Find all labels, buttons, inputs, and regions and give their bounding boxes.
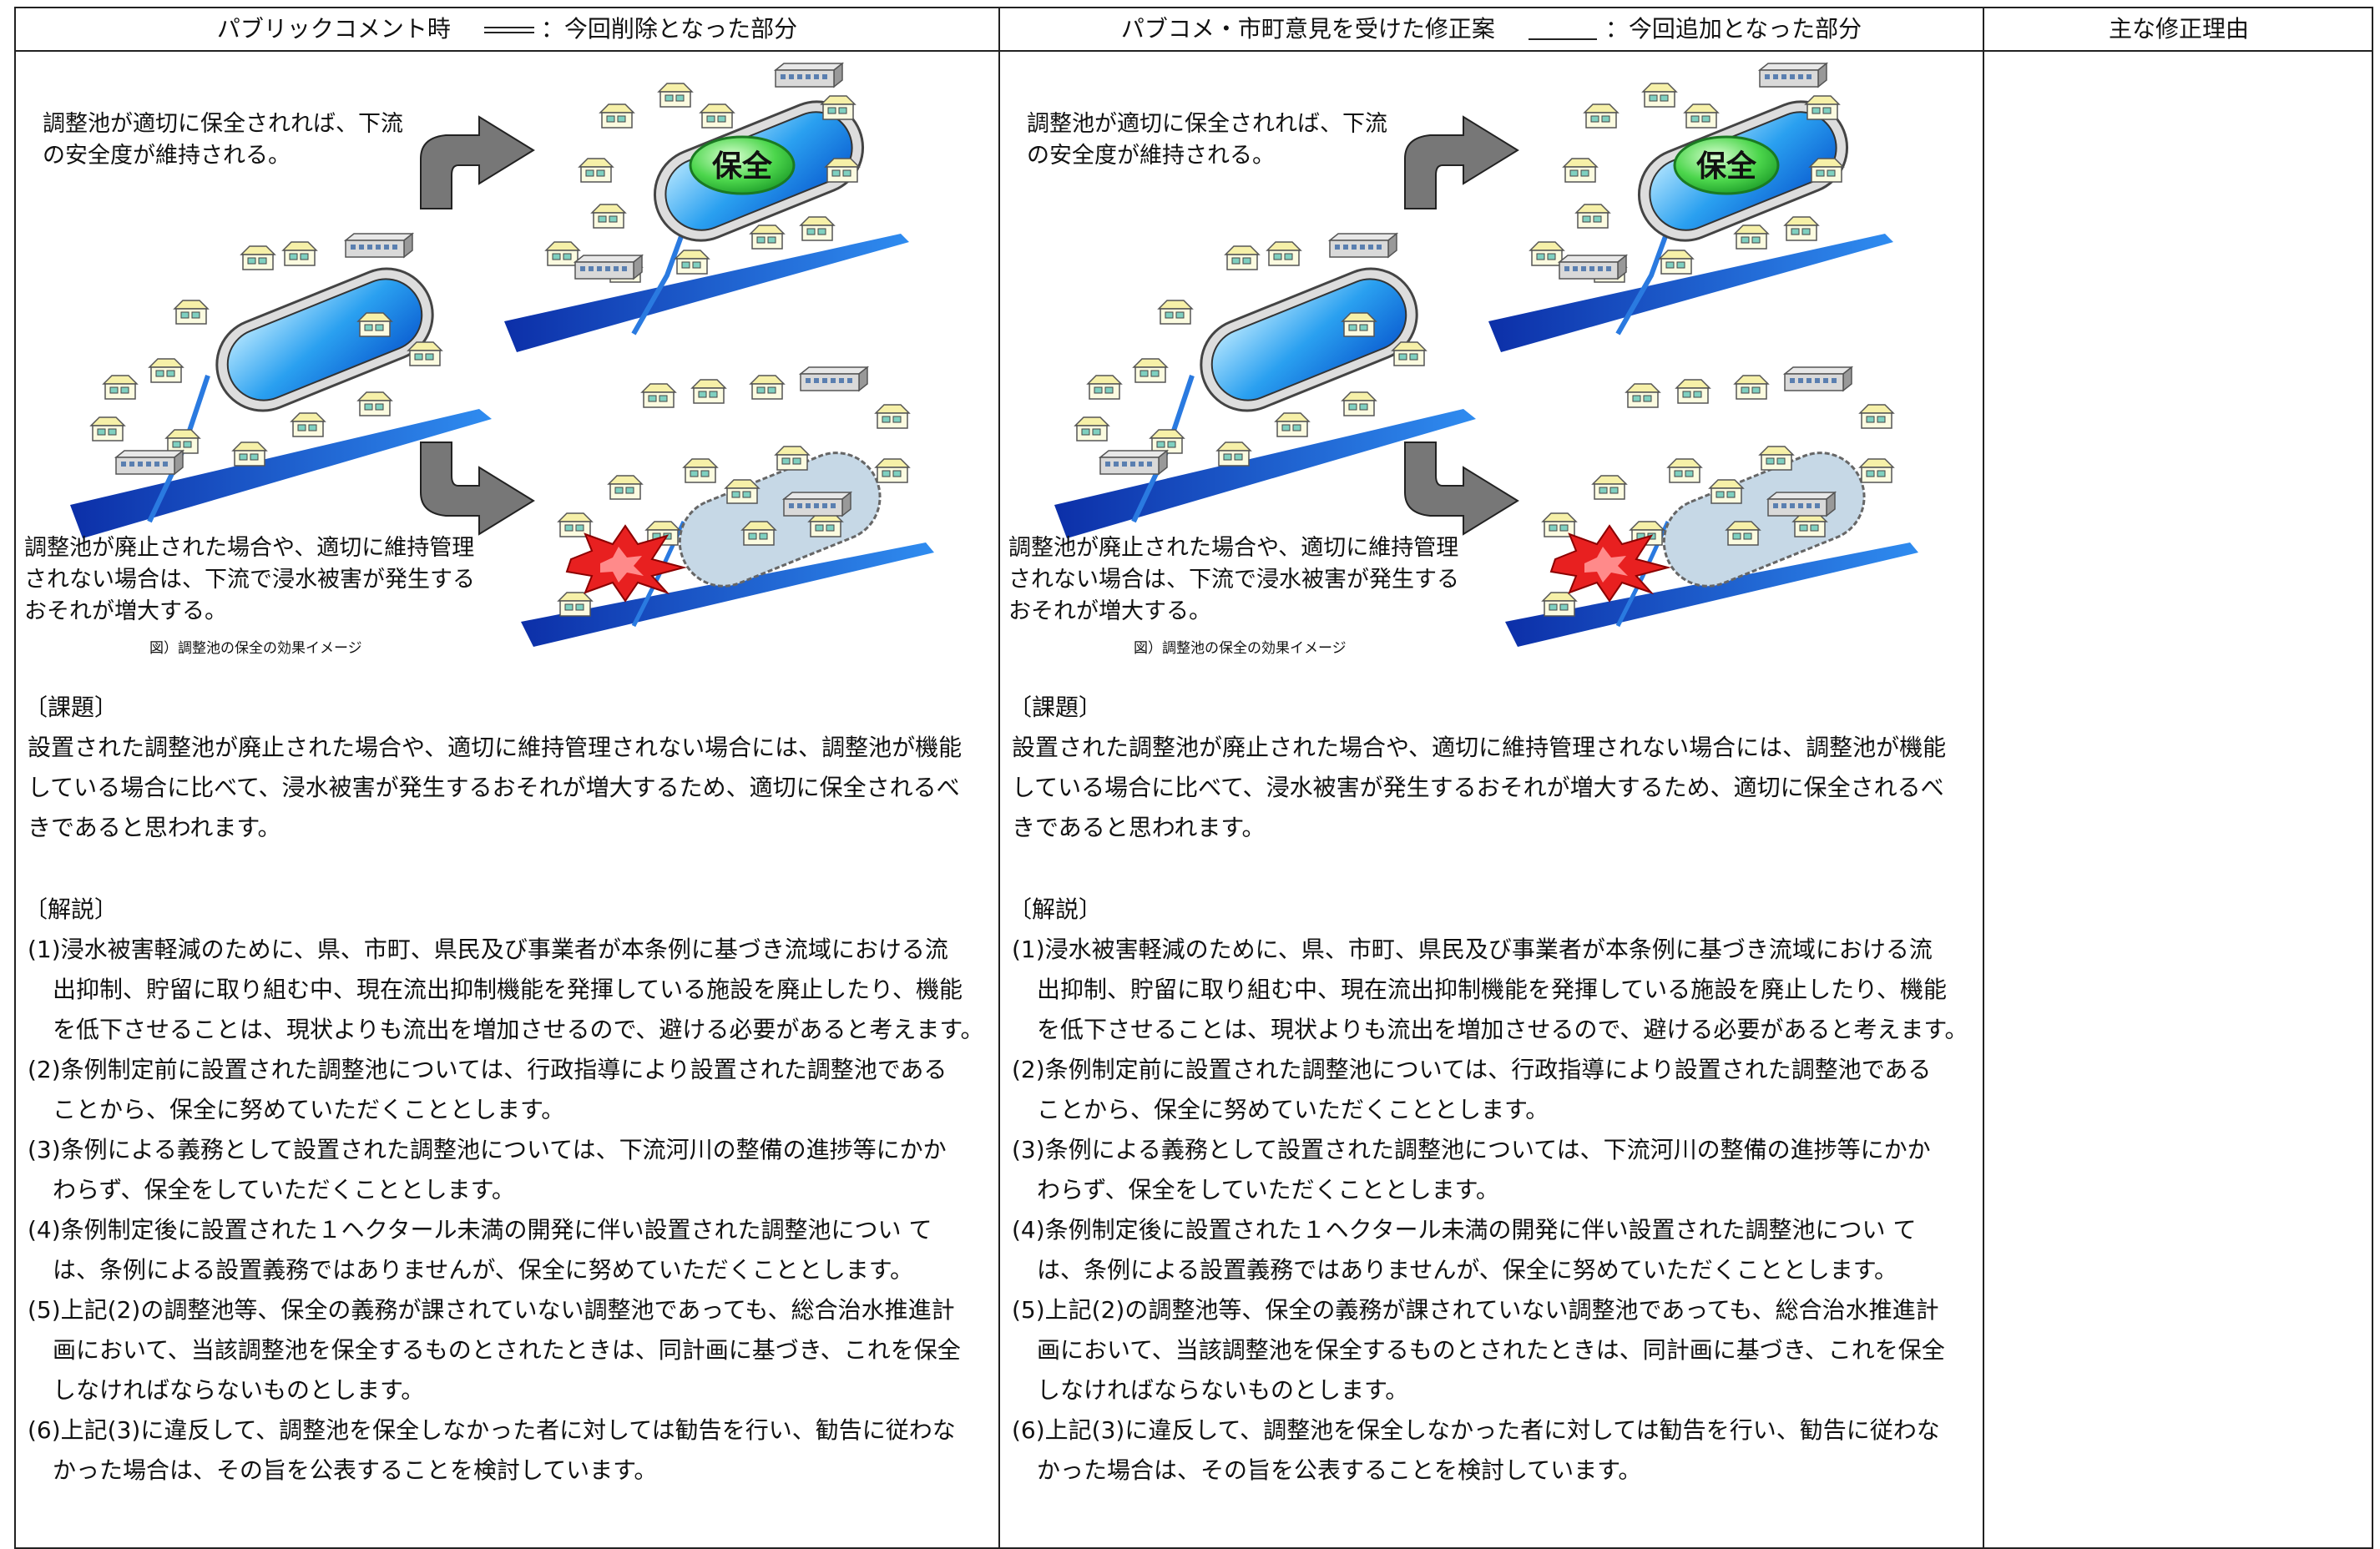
- col1-legend: ：今回削除となった部分: [540, 15, 798, 43]
- col1-title: パブリックコメント時: [216, 15, 451, 43]
- explanation-item-2: (2)条例制定前に設置された調整池については、行政指導により設置された調整池であ…: [28, 1056, 947, 1123]
- effect-illustration-revised: 保全 調整池が適切に保全されれば、下流の安全度が維持される。 調整池が廃止: [1008, 58, 1978, 659]
- section-explanation-revised: 〔解説〕 (1)浸水被害軽減のために、県、市町、県民及び事業者が本条例に基づき流…: [1008, 890, 1978, 1491]
- section-explanation: 〔解説〕 (1)浸水被害軽減のために、県、市町、県民及び事業者が本条例に基づき流…: [24, 890, 994, 1491]
- figure-text-top: 調整池が適切に保全されれば、下流の安全度が維持される。: [43, 111, 403, 169]
- explanation-item-5-revised: (5)上記(2)の調整池等、保全の義務が課されていない調整池であっても、総合治水…: [1012, 1296, 1945, 1404]
- column-revised-draft: 保全 調整池が適切に保全されれば、下流の安全度が維持される。 調整池が廃止: [1008, 58, 1978, 1491]
- retention-pond-illustration-revised: 保全: [1054, 63, 1918, 647]
- explanation-item-3-revised: (3)条例による義務として設置された調整池については、下流河川の整備の進捗等にか…: [1012, 1136, 1931, 1203]
- figure-caption: 図）調整池の保全の効果イメージ: [149, 640, 362, 657]
- column-divider-2: [1983, 8, 1984, 1547]
- underline-legend-mark: [1528, 38, 1597, 40]
- column-header-public-comment: パブリックコメント時 ：今回削除となった部分: [16, 8, 998, 50]
- column-header-reason: 主な修正理由: [1984, 8, 2373, 50]
- explanation-item-1: (1)浸水被害軽減のために、県、市町、県民及び事業者が本条例に基づき流域における…: [28, 936, 984, 1043]
- issue-heading-revised: 〔課題〕: [1008, 694, 1103, 721]
- section-issue-revised: 〔課題〕 設置された調整池が廃止された場合や、適切に維持管理されない場合には、調…: [1008, 688, 1978, 848]
- effect-illustration: 保全 調整池が適切に保全されれば、下流の安全度が維持される。: [24, 58, 994, 659]
- figure-text-bottom-revised: 調整池が廃止された場合や、適切に維持管理されない場合は、下流で浸水被害が発生する…: [1008, 535, 1459, 624]
- section-issue: 〔課題〕 設置された調整池が廃止された場合や、適切に維持管理されない場合には、調…: [24, 688, 994, 848]
- explanation-item-5: (5)上記(2)の調整池等、保全の義務が課されていない調整池であっても、総合治水…: [28, 1296, 961, 1404]
- figure-text-top-revised: 調整池が適切に保全されれば、下流の安全度が維持される。: [1027, 111, 1387, 169]
- explanation-heading-revised: 〔解説〕: [1008, 896, 1103, 923]
- double-line-legend-mark: [483, 27, 534, 33]
- explanation-item-3: (3)条例による義務として設置された調整池については、下流河川の整備の進捗等にか…: [28, 1136, 947, 1203]
- comparison-table: パブリックコメント時 ：今回削除となった部分 パブコメ・市町意見を受けた修正案 ：今…: [14, 7, 2373, 1549]
- explanation-item-1-revised: (1)浸水被害軽減のために、県、市町、県民及び事業者が本条例に基づき流域における…: [1012, 936, 1968, 1043]
- explanation-item-6: (6)上記(3)に違反して、調整池を保全しなかった者に対しては勧告を行い、勧告に…: [28, 1416, 956, 1484]
- explanation-item-6-revised: (6)上記(3)に違反して、調整池を保全しなかった者に対しては勧告を行い、勧告に…: [1012, 1416, 1940, 1484]
- conservation-badge: 保全: [712, 149, 773, 184]
- figure-caption-revised: 図）調整池の保全の効果イメージ: [1134, 640, 1347, 657]
- explanation-item-4: (4)条例制定後に設置された１ヘクタール未満の開発に伴い設置された調整池につい …: [28, 1216, 932, 1284]
- issue-heading: 〔課題〕: [24, 694, 119, 721]
- col2-legend: ：今回追加となった部分: [1604, 15, 1862, 43]
- col2-title: パブコメ・市町意見を受けた修正案: [1120, 15, 1495, 43]
- retention-pond-illustration: 保全: [70, 63, 934, 647]
- explanation-item-2-revised: (2)条例制定前に設置された調整池については、行政指導により設置された調整池であ…: [1012, 1056, 1932, 1123]
- explanation-heading: 〔解説〕: [24, 896, 119, 923]
- explanation-item-4-revised: (4)条例制定後に設置された１ヘクタール未満の開発に伴い設置された調整池につい …: [1012, 1216, 1917, 1284]
- header-divider: [16, 50, 2372, 52]
- conservation-badge-revised: 保全: [1696, 149, 1757, 184]
- column-public-comment: 保全 調整池が適切に保全されれば、下流の安全度が維持される。: [24, 58, 994, 1491]
- column-header-revised-draft: パブコメ・市町意見を受けた修正案 ：今回追加となった部分: [1000, 8, 1983, 50]
- figure-text-bottom: 調整池が廃止された場合や、適切に維持管理されない場合は、下流で浸水被害が発生する…: [24, 535, 475, 624]
- col3-title: 主な修正理由: [2108, 15, 2249, 43]
- column-divider-1: [998, 8, 1000, 1547]
